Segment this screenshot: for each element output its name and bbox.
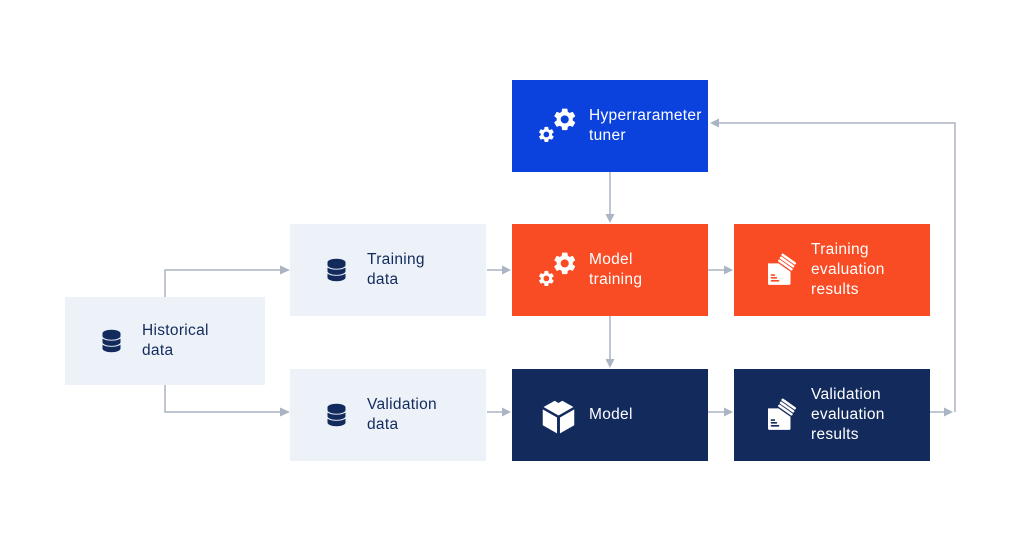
arrowhead-to-validation-data [280, 407, 290, 417]
label-line: results [811, 281, 859, 298]
label-line: data [367, 271, 399, 288]
arrowhead-down-to-model [605, 359, 615, 368]
label-line: Validation [367, 396, 437, 413]
node-label: Validation evaluation results [811, 385, 885, 445]
label-line: Historical [142, 322, 209, 339]
node-historical-data: Historical data [65, 297, 265, 385]
arrowhead-down-to-model-training [605, 214, 615, 223]
node-label: Model [589, 405, 633, 425]
node-label: Model training [589, 250, 642, 290]
node-training-data: Training data [290, 224, 486, 316]
label-line: Validation [811, 386, 881, 403]
node-label: Training data [367, 250, 425, 290]
label-line: tuner [589, 127, 626, 144]
connector-historical-to-training-data [164, 269, 280, 297]
label-line: evaluation [811, 261, 885, 278]
node-model-training: Model training [512, 224, 708, 316]
arrowhead-to-model [502, 407, 511, 417]
arrowhead-feedback-corner [944, 407, 953, 417]
results-files-icon [756, 396, 804, 434]
node-label: Hyperrarameter tuner [589, 106, 702, 146]
node-training-evaluation-results: Training evaluation results [734, 224, 930, 316]
label-line: training [589, 271, 643, 288]
node-hyperparameter-tuner: Hyperrarameter tuner [512, 80, 708, 172]
results-files-icon [756, 251, 804, 289]
label-line: Model [589, 251, 633, 268]
label-line: Hyperrarameter [589, 107, 702, 124]
label-line: data [367, 416, 399, 433]
gears-icon [534, 248, 582, 292]
arrowhead-to-tuner [710, 118, 719, 128]
node-model: Model [512, 369, 708, 461]
node-label: Validation data [367, 395, 437, 435]
arrowhead-to-model-training [502, 265, 511, 275]
label-line: evaluation [811, 406, 885, 423]
arrowhead-to-training-eval [724, 265, 733, 275]
database-icon [87, 326, 135, 357]
arrowhead-to-validation-eval [724, 407, 733, 417]
label-line: Training [811, 241, 869, 258]
gears-icon [534, 104, 582, 148]
label-line: results [811, 426, 859, 443]
cube-icon [534, 396, 582, 435]
node-validation-data: Validation data [290, 369, 486, 461]
node-validation-evaluation-results: Validation evaluation results [734, 369, 930, 461]
database-icon [312, 255, 360, 286]
arrowhead-to-training-data [280, 265, 290, 275]
connector-feedback-to-tuner [719, 122, 956, 412]
connector-historical-to-validation-data [164, 385, 280, 413]
label-line: data [142, 342, 174, 359]
node-label: Historical data [142, 321, 209, 361]
label-line: Model [589, 406, 633, 423]
node-label: Training evaluation results [811, 240, 885, 300]
database-icon [312, 400, 360, 431]
label-line: Training [367, 251, 425, 268]
